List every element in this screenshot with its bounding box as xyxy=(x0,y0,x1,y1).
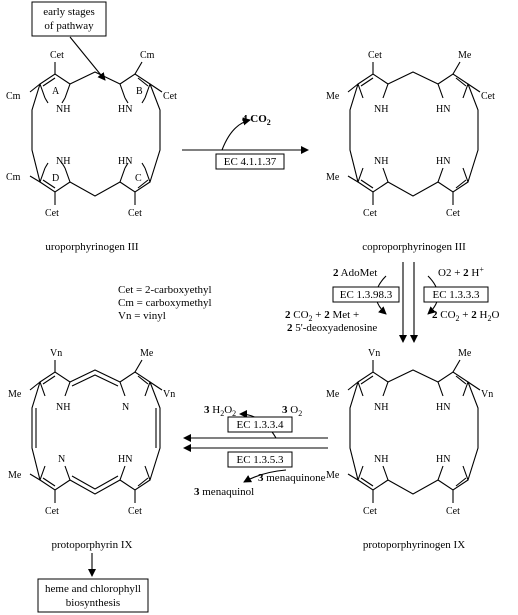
uroporphyrinogen-structure: Cet Cm Cm Cet Cm Cet Cet NH HN NH HN A B… xyxy=(6,50,177,219)
uro-cet-c: Cet xyxy=(128,208,142,219)
step3-h2o2: 3 H2O2 xyxy=(204,404,236,418)
uro-cm-a: Cm xyxy=(6,91,21,102)
uro-hn-b: HN xyxy=(118,104,132,115)
step2-left-enzyme: EC 1.3.98.3 xyxy=(340,289,393,301)
copro-me-a: Me xyxy=(326,91,340,102)
proto-vn-a: Vn xyxy=(50,348,62,359)
protogen-me-b: Me xyxy=(458,348,472,359)
proto-cet-c: Cet xyxy=(128,506,142,517)
uro-cet-d: Cet xyxy=(45,208,59,219)
copro-me-d: Me xyxy=(326,172,340,183)
copro-hn-b: HN xyxy=(436,104,450,115)
proto-me-b: Me xyxy=(140,348,154,359)
uro-cm-b: Cm xyxy=(140,50,155,61)
uro-cm-d: Cm xyxy=(6,172,21,183)
copro-label: coproporphyrinogen III xyxy=(362,241,466,253)
uro-label: uroporphyrinogen III xyxy=(45,241,139,253)
step2-right-products: 2 CO2 + 2 H2O xyxy=(432,309,499,323)
copro-nh-a: NH xyxy=(374,104,388,115)
step1-co2: 4 CO2 xyxy=(242,113,271,127)
step3-bottom-curve xyxy=(243,469,287,483)
proto-cet-d: Cet xyxy=(45,506,59,517)
step2-right-enzyme: EC 1.3.3.3 xyxy=(432,289,480,301)
early-stages-box: early stages of pathway xyxy=(31,1,107,37)
copro-cet-a: Cet xyxy=(368,50,382,61)
ring-d-label: D xyxy=(52,173,59,184)
step2-o2: O2 + 2 H+ xyxy=(438,265,484,279)
step1-enzyme: EC 4.1.1.37 xyxy=(224,156,277,168)
proto-me-a: Me xyxy=(8,389,22,400)
step3-top-enzyme-box: EC 1.3.3.4 xyxy=(227,416,293,433)
ring-c-label: C xyxy=(135,173,142,184)
protogen-cet-c: Cet xyxy=(446,506,460,517)
early-stages-line1: early stages xyxy=(43,6,95,18)
proto-vn-b: Vn xyxy=(163,389,175,400)
step2-right-enzyme-box: EC 1.3.3.3 xyxy=(423,286,489,303)
heme-box: heme and chlorophyll biosynthesis xyxy=(37,578,149,613)
ring-a-label: A xyxy=(52,86,60,97)
protogen-nh-d: NH xyxy=(374,454,388,465)
uro-hn-c: HN xyxy=(118,156,132,167)
step1-co2-curve xyxy=(221,117,251,151)
step1-enzyme-box: EC 4.1.1.37 xyxy=(215,153,285,170)
coproporphyrinogen-structure: Cet Me Me Cet Me Cet Cet NH HN NH HN xyxy=(326,50,495,219)
proto-label: protoporphyrin IX xyxy=(52,539,133,551)
step2-deoxyadenosine: 2 5'-deoxyadenosine xyxy=(287,322,377,334)
proto-n-d: N xyxy=(58,454,65,465)
step2-adomet: 2 AdoMet xyxy=(333,267,377,279)
proto-hn-c: HN xyxy=(118,454,132,465)
copro-cet-d: Cet xyxy=(363,208,377,219)
proto-n-b: N xyxy=(122,402,129,413)
step3-top-enzyme: EC 1.3.3.4 xyxy=(236,419,284,431)
step3-menaquinol: 3 menaquinol xyxy=(194,486,254,498)
uro-nh-d: NH xyxy=(56,156,70,167)
copro-nh-d: NH xyxy=(374,156,388,167)
protogen-nh-a: NH xyxy=(374,402,388,413)
proto-nh-a: NH xyxy=(56,402,70,413)
step3-o2: 3 O2 xyxy=(282,404,302,418)
protogen-me-a: Me xyxy=(326,389,340,400)
protogen-label: protoporphyrinogen IX xyxy=(363,539,465,551)
proto-me-d: Me xyxy=(8,470,22,481)
protogen-cet-d: Cet xyxy=(363,506,377,517)
legend-cm: Cm = carboxymethyl xyxy=(118,297,212,309)
legend-cet: Cet = 2-carboxyethyl xyxy=(118,284,212,296)
heme-line1: heme and chlorophyll xyxy=(45,583,141,595)
copro-cet-b: Cet xyxy=(481,91,495,102)
uro-nh-a: NH xyxy=(56,104,70,115)
copro-me-b: Me xyxy=(458,50,472,61)
ring-b-label: B xyxy=(136,86,143,97)
protogen-hn-b: HN xyxy=(436,402,450,413)
protogen-vn-a: Vn xyxy=(368,348,380,359)
protogen-vn-b: Vn xyxy=(481,389,493,400)
protoporphyrin-structure: Vn Me Me Vn Me Cet Cet NH N N HN xyxy=(8,348,175,517)
uro-cet-b: Cet xyxy=(163,91,177,102)
heme-line2: biosynthesis xyxy=(66,597,120,609)
protogen-me-d: Me xyxy=(326,470,340,481)
step3-bottom-enzyme-box: EC 1.3.5.3 xyxy=(227,451,293,468)
step2-left-products: 2 CO2 + 2 Met + xyxy=(285,309,359,323)
protoporphyrinogen-structure: Vn Me Me Vn Me Cet Cet NH HN NH HN xyxy=(326,348,493,517)
step3-menaquinone: 3 menaquinone xyxy=(258,472,326,484)
early-stages-line2: of pathway xyxy=(44,20,94,32)
copro-cet-c: Cet xyxy=(446,208,460,219)
protogen-hn-c: HN xyxy=(436,454,450,465)
step2-left-enzyme-box: EC 1.3.98.3 xyxy=(332,286,400,303)
step3-bottom-enzyme: EC 1.3.5.3 xyxy=(236,454,284,466)
early-stages-arrow xyxy=(69,36,106,81)
uro-cet-a: Cet xyxy=(50,50,64,61)
legend-vn: Vn = vinyl xyxy=(118,310,166,322)
copro-hn-c: HN xyxy=(436,156,450,167)
